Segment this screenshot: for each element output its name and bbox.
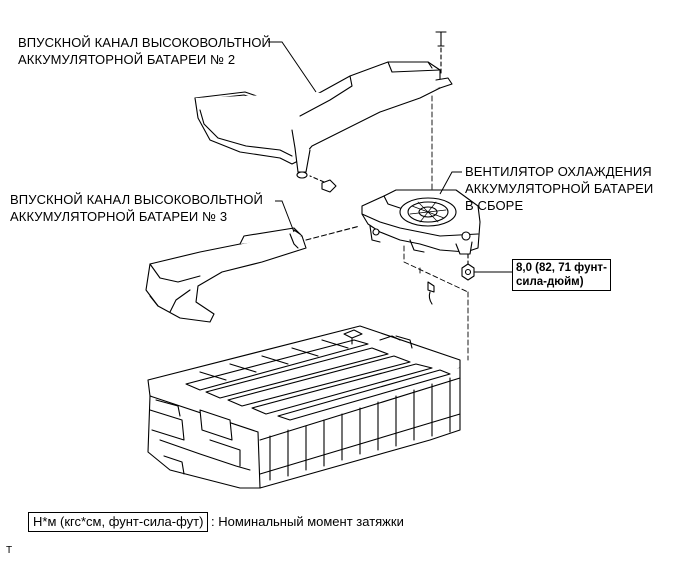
nut-illustration (461, 253, 475, 281)
cooling-fan-label-line2: АККУМУЛЯТОРНОЙ БАТАРЕИ (465, 181, 654, 196)
legend-description: : Номинальный момент затяжки (211, 514, 404, 529)
intake-duct-2-label-line2: АККУМУЛЯТОРНОЙ БАТАРЕИ № 2 (18, 52, 236, 67)
clip-middle-illustration (309, 175, 337, 193)
cooling-fan-label-line3: В СБОРЕ (465, 198, 524, 213)
cooling-fan-illustration (361, 189, 481, 255)
legend-unit-box: Н*м (кгс*см, фунт-сила-фут) (28, 512, 209, 532)
wire-connector-illustration (427, 281, 435, 305)
torque-spec-box: 8,0 (82, 71 фунт- сила-дюйм) (512, 259, 611, 291)
intake-duct-3-label: ВПУСКНОЙ КАНАЛ ВЫСОКОВОЛЬТНОЙ АККУМУЛЯТО… (10, 191, 263, 225)
cooling-fan-label: ВЕНТИЛЯТОР ОХЛАЖДЕНИЯ АККУМУЛЯТОРНОЙ БАТ… (465, 163, 653, 214)
alignment-lines (403, 95, 469, 361)
hv-battery-illustration (147, 325, 461, 489)
torque-spec-line1: 8,0 (82, 71 фунт- (516, 262, 607, 274)
intake-duct-3-illustration (145, 225, 361, 323)
intake-duct-3-label-line1: ВПУСКНОЙ КАНАЛ ВЫСОКОВОЛЬТНОЙ (10, 192, 264, 207)
clip-top-illustration (435, 31, 447, 75)
cooling-fan-label-line1: ВЕНТИЛЯТОР ОХЛАЖДЕНИЯ (465, 164, 652, 179)
leader-lines (268, 41, 512, 273)
intake-duct-3-label-line2: АККУМУЛЯТОРНОЙ БАТАРЕИ № 3 (10, 209, 228, 224)
intake-duct-2-label: ВПУСКНОЙ КАНАЛ ВЫСОКОВОЛЬТНОЙ АККУМУЛЯТО… (18, 34, 271, 68)
torque-spec-line2: сила-дюйм) (516, 276, 584, 288)
intake-duct-2-illustration (194, 61, 453, 179)
corner-mark: T (6, 545, 13, 556)
intake-duct-2-label-line1: ВПУСКНОЙ КАНАЛ ВЫСОКОВОЛЬТНОЙ (18, 35, 272, 50)
